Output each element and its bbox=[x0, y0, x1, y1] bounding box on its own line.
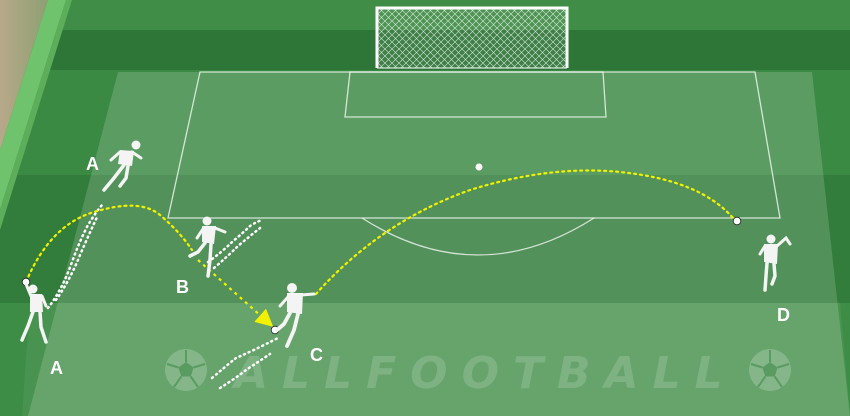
penalty-spot bbox=[475, 163, 483, 171]
pass-a-to-b bbox=[24, 204, 194, 284]
label-d: D bbox=[777, 305, 790, 325]
goal bbox=[375, 6, 569, 69]
player-b bbox=[188, 216, 227, 278]
label-b: B bbox=[176, 277, 189, 297]
label-c: C bbox=[310, 345, 323, 365]
pass-lines bbox=[24, 169, 735, 296]
label-a-top: A bbox=[86, 154, 99, 174]
player-c bbox=[275, 283, 316, 348]
pass-c-to-d bbox=[314, 169, 735, 296]
label-a-bottom: A bbox=[50, 358, 63, 378]
football-icon bbox=[749, 349, 791, 391]
ball bbox=[732, 216, 742, 226]
football-icon bbox=[165, 349, 207, 391]
player-a-top bbox=[102, 140, 143, 192]
watermark: ALLFOOTBALL bbox=[231, 348, 737, 399]
movement-trails bbox=[46, 203, 280, 390]
training-zone bbox=[28, 72, 850, 416]
player-d bbox=[758, 234, 792, 292]
penalty-area bbox=[167, 71, 781, 256]
player-a-bottom bbox=[20, 282, 48, 344]
